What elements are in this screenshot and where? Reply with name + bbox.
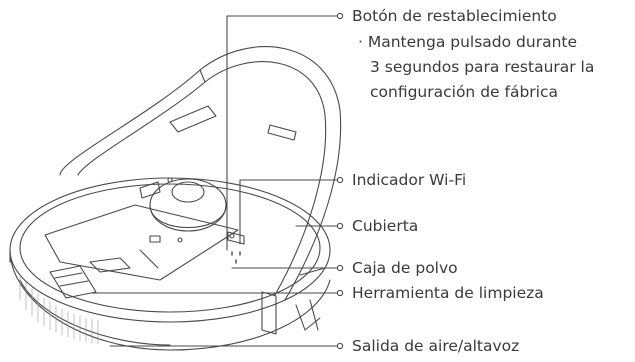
lidar-turret bbox=[139, 177, 245, 245]
dust-box-label: Caja de polvo bbox=[352, 259, 458, 277]
wifi-indicator-label: Indicador Wi-Fi bbox=[352, 171, 467, 189]
reset-button-label: Botón de restablecimiento bbox=[352, 7, 557, 25]
air-outlet-speaker-label: Salida de aire/altavoz bbox=[352, 337, 520, 355]
callout-lines bbox=[91, 12, 344, 350]
reset-button-note-line3: configuración de fábrica bbox=[370, 83, 558, 101]
robot-body bbox=[9, 177, 331, 351]
reset-button-note-line2: 3 segundos para restaurar la bbox=[370, 58, 595, 76]
open-lid bbox=[59, 46, 342, 301]
cover-label: Cubierta bbox=[352, 217, 419, 235]
dust-box bbox=[44, 204, 239, 281]
reset-indicator-dots bbox=[231, 251, 241, 264]
reset-button-note-line1: · Mantenga pulsado durante bbox=[358, 33, 578, 51]
cleaning-tool bbox=[49, 265, 97, 299]
cleaning-tool-label: Herramienta de limpieza bbox=[352, 284, 544, 302]
